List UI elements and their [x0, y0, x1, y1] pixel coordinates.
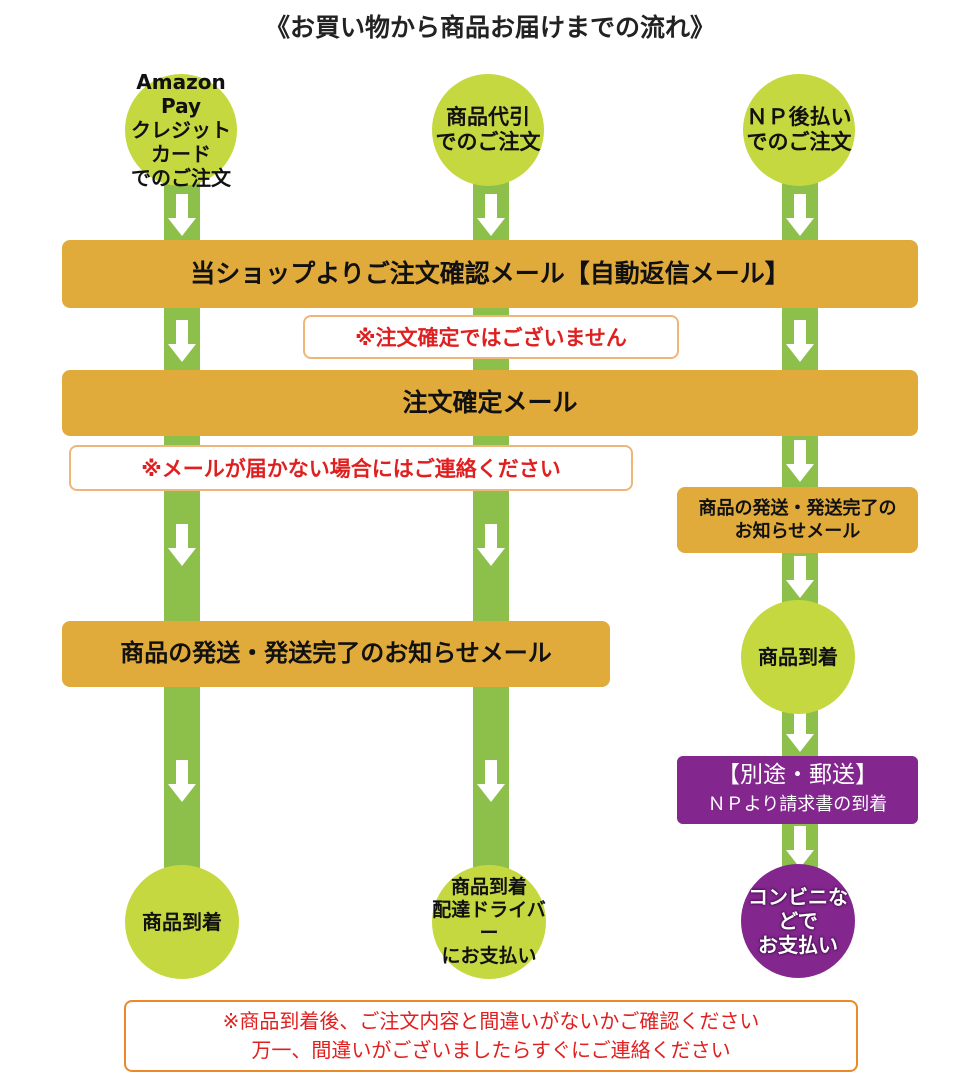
arrow-down-icon: [168, 320, 196, 362]
np-invoice-box: 【別途・郵送】 ＮＰより請求書の到着: [677, 756, 918, 824]
footer-note: ※商品到着後、ご注文内容と間違いがないかご確認ください 万一、間違いがございまし…: [124, 1000, 858, 1072]
arrow-down-icon: [786, 556, 814, 598]
footer-line-1: ※商品到着後、ご注文内容と間違いがないかご確認ください: [222, 1009, 760, 1033]
auto-reply-mail-bar: 当ショップよりご注文確認メール【自動返信メール】: [62, 240, 918, 308]
start-np-circle: ＮＰ後払い でのご注文: [743, 74, 855, 186]
shipping-mail-bar: 商品の発送・発送完了のお知らせメール: [62, 621, 610, 687]
invoice-heading: 【別途・郵送】: [717, 762, 878, 788]
arrow-down-icon: [786, 826, 814, 868]
not-confirmed-note: ※注文確定ではございません: [303, 315, 679, 359]
end-np-payment-circle: コンビニなどで お支払い: [741, 864, 855, 978]
arrow-down-icon: [477, 194, 505, 236]
arrow-down-icon: [786, 710, 814, 752]
start-amazon-pay-circle: Amazon Pay クレジットカード でのご注文: [125, 70, 237, 190]
end-amazon-arrival-circle: 商品到着: [125, 865, 239, 979]
invoice-text: ＮＰより請求書の到着: [707, 794, 888, 815]
end-cod-payment-circle: 商品到着 配達ドライバー にお支払い: [432, 865, 546, 979]
arrow-down-icon: [477, 760, 505, 802]
np-arrival-circle: 商品到着: [741, 600, 855, 714]
arrow-down-icon: [786, 320, 814, 362]
arrow-down-icon: [168, 194, 196, 236]
arrow-down-icon: [477, 524, 505, 566]
arrow-down-icon: [786, 194, 814, 236]
footer-line-2: 万一、間違いがございましたらすぐにご連絡ください: [251, 1038, 731, 1062]
arrow-down-icon: [786, 440, 814, 482]
start-cod-circle: 商品代引 でのご注文: [432, 74, 544, 186]
arrow-down-icon: [168, 760, 196, 802]
page-title: 《お買い物から商品お届けまでの流れ》: [264, 13, 715, 42]
np-shipping-mail-box: 商品の発送・発送完了の お知らせメール: [677, 487, 918, 553]
no-mail-note: ※メールが届かない場合にはご連絡ください: [69, 445, 633, 491]
confirm-mail-bar: 注文確定メール: [62, 370, 918, 436]
arrow-down-icon: [168, 524, 196, 566]
